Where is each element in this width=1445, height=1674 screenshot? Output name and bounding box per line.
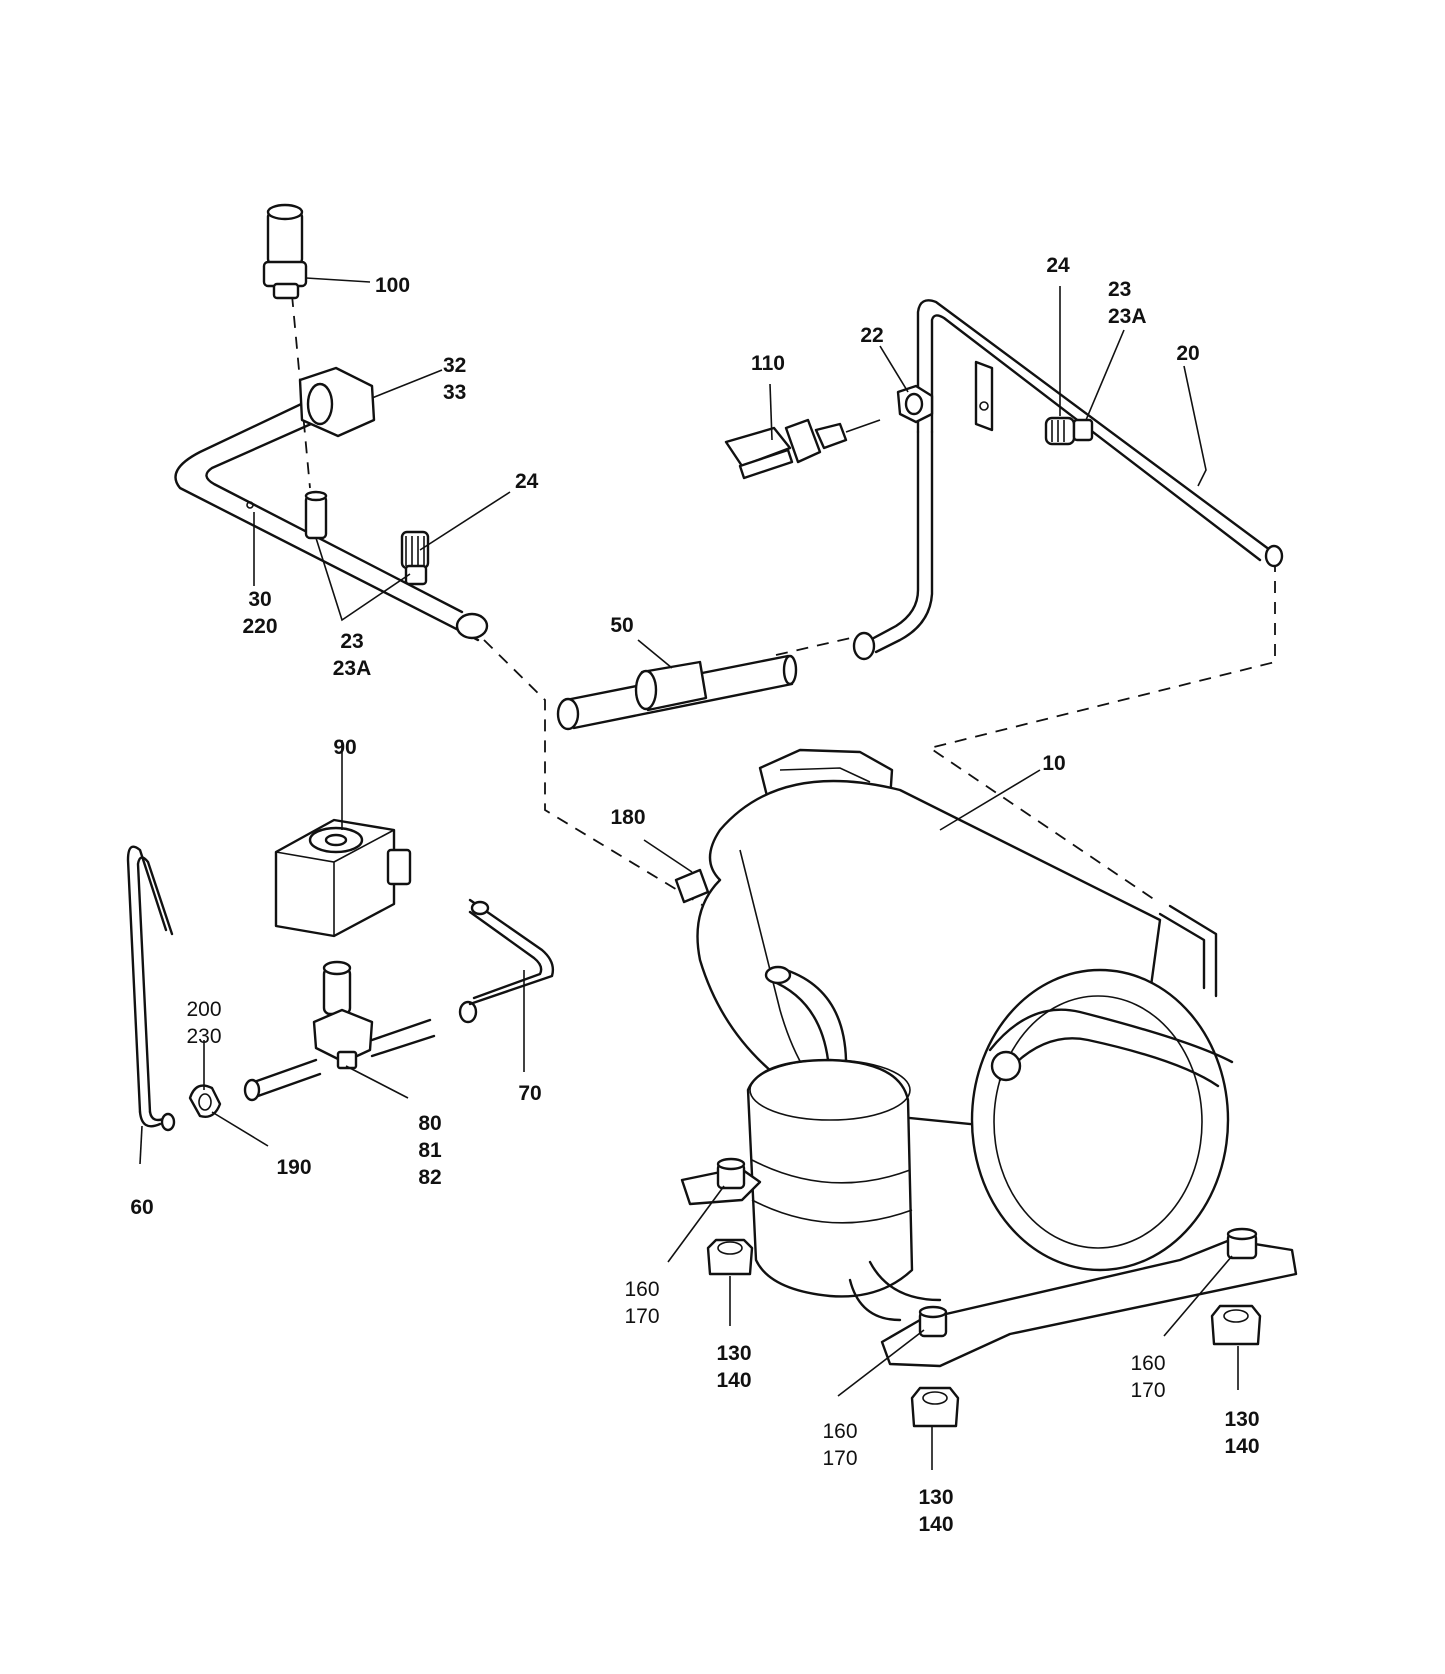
callout-180: 180 bbox=[610, 806, 645, 829]
c70-line-0: 70 bbox=[518, 1082, 541, 1105]
c160_a-line-1: 170 bbox=[624, 1305, 659, 1328]
c24_right-line-0: 24 bbox=[1046, 254, 1070, 277]
callout-100: 100 bbox=[375, 274, 410, 297]
c130_b-line-0: 130 bbox=[918, 1486, 953, 1509]
solenoid-coil-90 bbox=[274, 818, 412, 938]
c23_left-line-0: 23 bbox=[340, 630, 363, 653]
suction-tube-30 bbox=[174, 366, 489, 642]
c24_left-line-0: 24 bbox=[515, 470, 539, 493]
c130_c-line-1: 140 bbox=[1224, 1435, 1259, 1458]
c160_c-line-0: 160 bbox=[1130, 1352, 1165, 1375]
pressure-switch-100 bbox=[262, 203, 308, 300]
c60-line-0: 60 bbox=[130, 1196, 153, 1219]
callout-24-right: 24 bbox=[1046, 254, 1070, 277]
filter-drier-50 bbox=[556, 654, 798, 731]
tube-70 bbox=[468, 898, 555, 1006]
c50-line-0: 50 bbox=[610, 614, 633, 637]
c130_c-line-0: 130 bbox=[1224, 1408, 1259, 1431]
c130_a-line-0: 130 bbox=[716, 1342, 751, 1365]
callout-190: 190 bbox=[276, 1156, 311, 1179]
grommet-bolt-sets bbox=[706, 1157, 1262, 1428]
c20-line-0: 20 bbox=[1176, 342, 1199, 365]
callout-50: 50 bbox=[610, 614, 633, 637]
c200_230-line-0: 200 bbox=[186, 998, 221, 1021]
callout-70: 70 bbox=[518, 1082, 541, 1105]
c190-line-0: 190 bbox=[276, 1156, 311, 1179]
assembly-dashed-lines bbox=[291, 294, 1276, 941]
c23_left-line-1: 23A bbox=[333, 657, 372, 680]
c130_a-line-1: 140 bbox=[716, 1369, 751, 1392]
discharge-tube-20 bbox=[852, 299, 1284, 661]
callout-90: 90 bbox=[333, 736, 356, 759]
callout-20: 20 bbox=[1176, 342, 1199, 365]
c22-line-0: 22 bbox=[860, 324, 883, 347]
c32_33-line-0: 32 bbox=[443, 354, 466, 377]
c160_b-line-1: 170 bbox=[822, 1447, 857, 1470]
c200_230-line-1: 230 bbox=[186, 1025, 221, 1048]
pressure-sensor-110 bbox=[724, 418, 881, 480]
solenoid-valve-80 bbox=[243, 960, 478, 1102]
callout-24-left: 24 bbox=[515, 470, 539, 493]
c160_b-line-0: 160 bbox=[822, 1420, 857, 1443]
c180-line-0: 180 bbox=[610, 806, 645, 829]
c10-line-0: 10 bbox=[1042, 752, 1065, 775]
c90-line-0: 90 bbox=[333, 736, 356, 759]
tube-60 bbox=[126, 845, 176, 1132]
callout-60: 60 bbox=[130, 1196, 153, 1219]
compressor-10 bbox=[674, 748, 1298, 1368]
callout-80-82: 80 81 82 bbox=[418, 1112, 442, 1189]
c160_a-line-0: 160 bbox=[624, 1278, 659, 1301]
c23_right-line-0: 23 bbox=[1108, 278, 1131, 301]
c32_33-line-1: 33 bbox=[443, 381, 466, 404]
c23_right-line-1: 23A bbox=[1108, 305, 1147, 328]
clip-190 bbox=[188, 1084, 222, 1118]
c130_b-line-1: 140 bbox=[918, 1513, 953, 1536]
callout-110: 110 bbox=[751, 352, 785, 375]
c30_220-line-1: 220 bbox=[242, 615, 277, 638]
callout-10: 10 bbox=[1042, 752, 1065, 775]
c100-line-0: 100 bbox=[375, 274, 410, 297]
c110-line-0: 110 bbox=[751, 352, 785, 375]
callout-22: 22 bbox=[860, 324, 883, 347]
leader-lines bbox=[139, 277, 1239, 1470]
c160_c-line-1: 170 bbox=[1130, 1379, 1165, 1402]
c80_82-line-2: 82 bbox=[418, 1166, 441, 1189]
c80_82-line-1: 81 bbox=[418, 1139, 442, 1162]
c80_82-line-0: 80 bbox=[418, 1112, 441, 1135]
c30_220-line-0: 30 bbox=[248, 588, 271, 611]
